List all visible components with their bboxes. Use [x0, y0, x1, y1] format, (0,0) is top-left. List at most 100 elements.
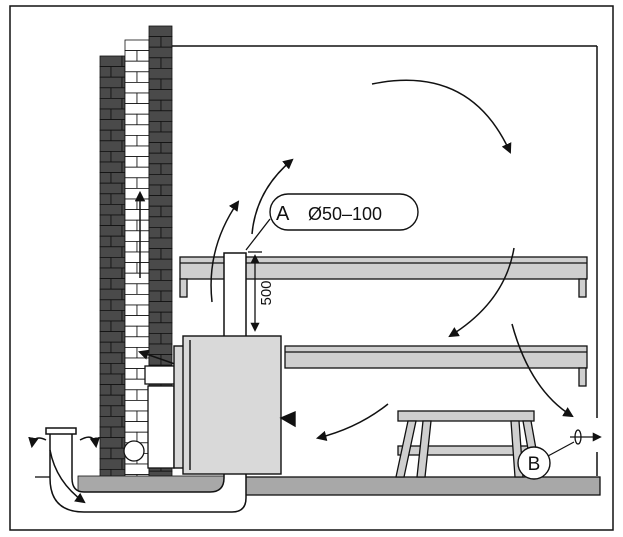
brick — [148, 184, 162, 197]
brick — [110, 150, 126, 163]
brick — [124, 209, 150, 221]
brick — [148, 99, 162, 112]
brick — [148, 142, 162, 154]
brick — [160, 226, 173, 239]
brick — [110, 405, 126, 417]
brick — [99, 341, 112, 354]
brick — [110, 384, 126, 396]
brick — [99, 426, 112, 439]
brick — [160, 121, 173, 133]
frame — [9, 5, 614, 531]
brick — [99, 384, 112, 396]
brick — [136, 134, 150, 147]
brick — [148, 343, 173, 356]
brick — [136, 71, 150, 83]
chimney-base — [77, 475, 239, 493]
brick — [110, 320, 126, 333]
brick — [121, 76, 126, 89]
brick — [99, 437, 123, 449]
brick — [136, 304, 150, 317]
brick — [124, 421, 150, 433]
brick — [110, 447, 126, 460]
brick — [99, 288, 123, 301]
brick — [110, 278, 126, 290]
brick — [148, 205, 162, 218]
brick — [124, 368, 138, 380]
brick — [148, 226, 162, 239]
brick — [124, 71, 138, 83]
airflow-arrow-floor — [315, 403, 389, 442]
brick — [160, 311, 173, 324]
brick — [148, 36, 162, 48]
brick — [124, 156, 138, 168]
brick — [124, 389, 138, 401]
brick — [148, 46, 173, 59]
brick — [124, 92, 138, 105]
brick — [124, 60, 150, 73]
brick — [148, 279, 173, 292]
brick — [124, 304, 138, 317]
brick — [136, 283, 150, 295]
brick — [124, 50, 138, 62]
brick — [160, 248, 173, 260]
brick — [124, 198, 138, 211]
brick — [121, 161, 126, 174]
brick — [110, 66, 126, 78]
brick — [124, 39, 150, 52]
brick — [136, 50, 150, 62]
brick — [110, 341, 126, 354]
brick — [124, 346, 138, 359]
brick — [148, 110, 173, 122]
brick — [110, 235, 126, 248]
brick — [124, 410, 138, 423]
brick — [136, 389, 150, 401]
brick — [148, 248, 162, 260]
brick — [124, 166, 150, 179]
brick — [148, 322, 173, 334]
brick — [99, 320, 112, 333]
brick — [121, 288, 126, 301]
brick — [99, 278, 112, 290]
exhaust-vent — [570, 429, 602, 445]
brick — [110, 362, 126, 375]
brick — [160, 142, 173, 154]
brick — [121, 373, 126, 386]
brick — [148, 216, 173, 228]
brick — [121, 55, 126, 68]
brick — [148, 163, 162, 175]
brick — [148, 195, 173, 207]
fresh-air-duct — [45, 252, 247, 513]
callout-a: A Ø50–100 — [245, 193, 419, 251]
brick — [110, 108, 126, 121]
brick — [136, 113, 150, 126]
brick — [121, 246, 126, 258]
brick — [148, 152, 173, 165]
brick — [148, 78, 162, 91]
brick — [148, 258, 173, 271]
airflow-arrow-intake-in — [49, 449, 86, 504]
airflow-arrow-to-vent — [511, 323, 574, 418]
brick — [148, 332, 162, 345]
brick — [121, 309, 126, 322]
brick — [121, 331, 126, 343]
brick — [124, 240, 138, 253]
brick — [136, 410, 150, 423]
brick — [148, 121, 162, 133]
brick — [99, 87, 112, 99]
brick — [99, 76, 123, 89]
airflow-arrow-heater-left — [210, 200, 240, 303]
brick — [124, 187, 150, 200]
brick — [121, 394, 126, 407]
brick — [99, 352, 123, 364]
brick — [110, 87, 126, 99]
callout-b-letter: B — [528, 454, 541, 475]
brick — [136, 156, 150, 168]
brick — [148, 25, 173, 38]
brick — [136, 262, 150, 274]
brick — [99, 299, 112, 311]
brick — [124, 113, 138, 126]
brick — [124, 124, 150, 136]
sauna-heater — [173, 335, 296, 475]
brick — [99, 415, 123, 428]
